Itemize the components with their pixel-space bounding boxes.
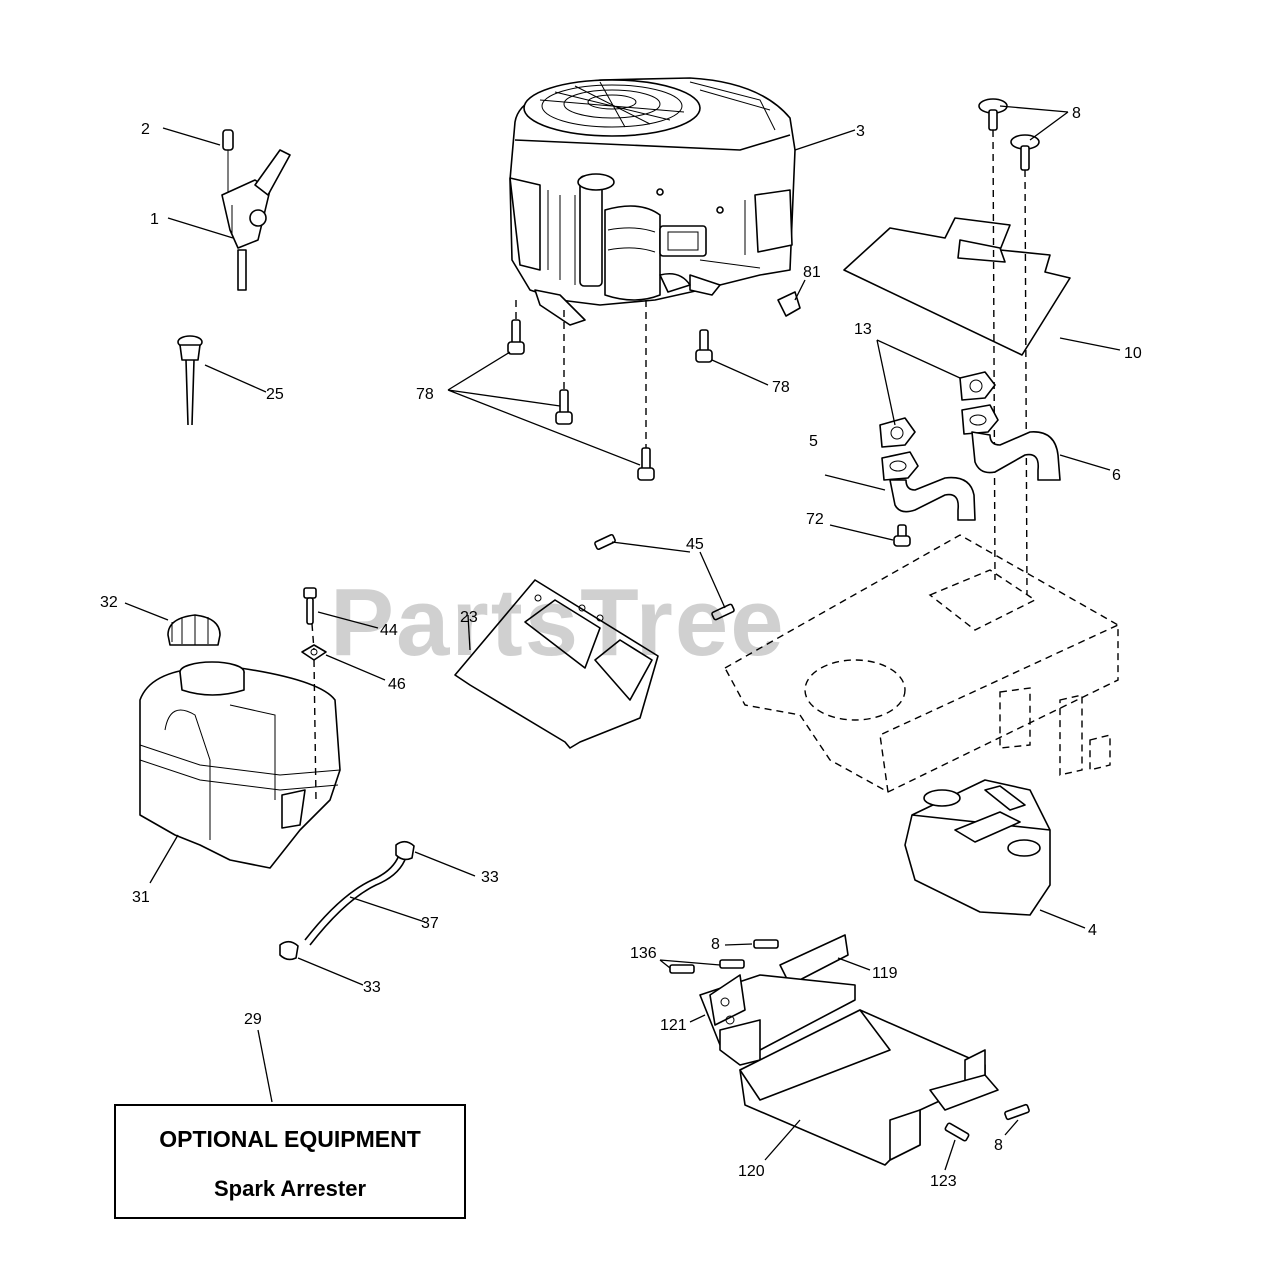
callout-13: 13	[854, 321, 872, 338]
part-23-drawing	[454, 534, 735, 749]
fuel-line-drawing	[279, 840, 415, 961]
exhaust-pipes-drawing	[879, 371, 1061, 547]
fuel-tank-drawing	[139, 614, 341, 869]
callout-46: 46	[388, 676, 406, 693]
callout-33-lower: 33	[363, 979, 381, 996]
callout-78-left: 78	[416, 386, 434, 403]
callout-78-right: 78	[772, 379, 790, 396]
callout-120: 120	[738, 1163, 765, 1180]
callout-72: 72	[806, 511, 824, 528]
callout-1: 1	[150, 211, 159, 228]
callout-25: 25	[266, 386, 284, 403]
callout-33-upper: 33	[481, 869, 499, 886]
callout-44: 44	[380, 622, 398, 639]
callout-37: 37	[421, 915, 439, 932]
callout-45: 45	[686, 536, 704, 553]
callout-6: 6	[1112, 467, 1121, 484]
callout-121: 121	[660, 1017, 687, 1034]
callout-136: 136	[630, 945, 657, 962]
callout-5: 5	[809, 433, 818, 450]
callout-31: 31	[132, 889, 150, 906]
callout-labels: 2 1 3 8 10 13 6 5 72 81 78 78 25 45 23 3…	[100, 105, 1142, 1190]
callout-10: 10	[1124, 345, 1142, 362]
leader-lines	[124, 105, 1121, 1171]
part-25-drawing	[177, 335, 203, 426]
optional-equipment-title: OPTIONAL EQUIPMENT	[159, 1126, 421, 1152]
spark-arrester-drawing	[669, 934, 1030, 1166]
callout-8-bottom: 8	[994, 1137, 1003, 1154]
callout-123: 123	[930, 1173, 957, 1190]
callout-29: 29	[244, 1011, 262, 1028]
callout-4: 4	[1088, 922, 1097, 939]
frame-outline	[724, 534, 1119, 793]
part-81-shape	[777, 291, 801, 317]
watermark-text: PartsTree	[330, 569, 786, 676]
callout-23: 23	[460, 609, 478, 626]
callout-8-mid: 8	[711, 936, 720, 953]
throttle-control-drawing	[221, 129, 291, 291]
fasteners-44-46	[301, 587, 327, 801]
callout-3: 3	[856, 123, 865, 140]
callout-119: 119	[872, 965, 898, 982]
callout-81: 81	[803, 264, 821, 281]
callout-2: 2	[141, 121, 150, 138]
optional-equipment-subtitle: Spark Arrester	[214, 1176, 366, 1201]
engine-drawing	[509, 77, 796, 326]
optional-equipment-box: OPTIONAL EQUIPMENT Spark Arrester	[114, 1104, 466, 1219]
muffler-drawing	[904, 779, 1051, 916]
callout-32: 32	[100, 594, 118, 611]
bolts-78	[507, 300, 713, 481]
callout-8-top: 8	[1072, 105, 1081, 122]
heat-shield-drawing	[843, 98, 1071, 596]
